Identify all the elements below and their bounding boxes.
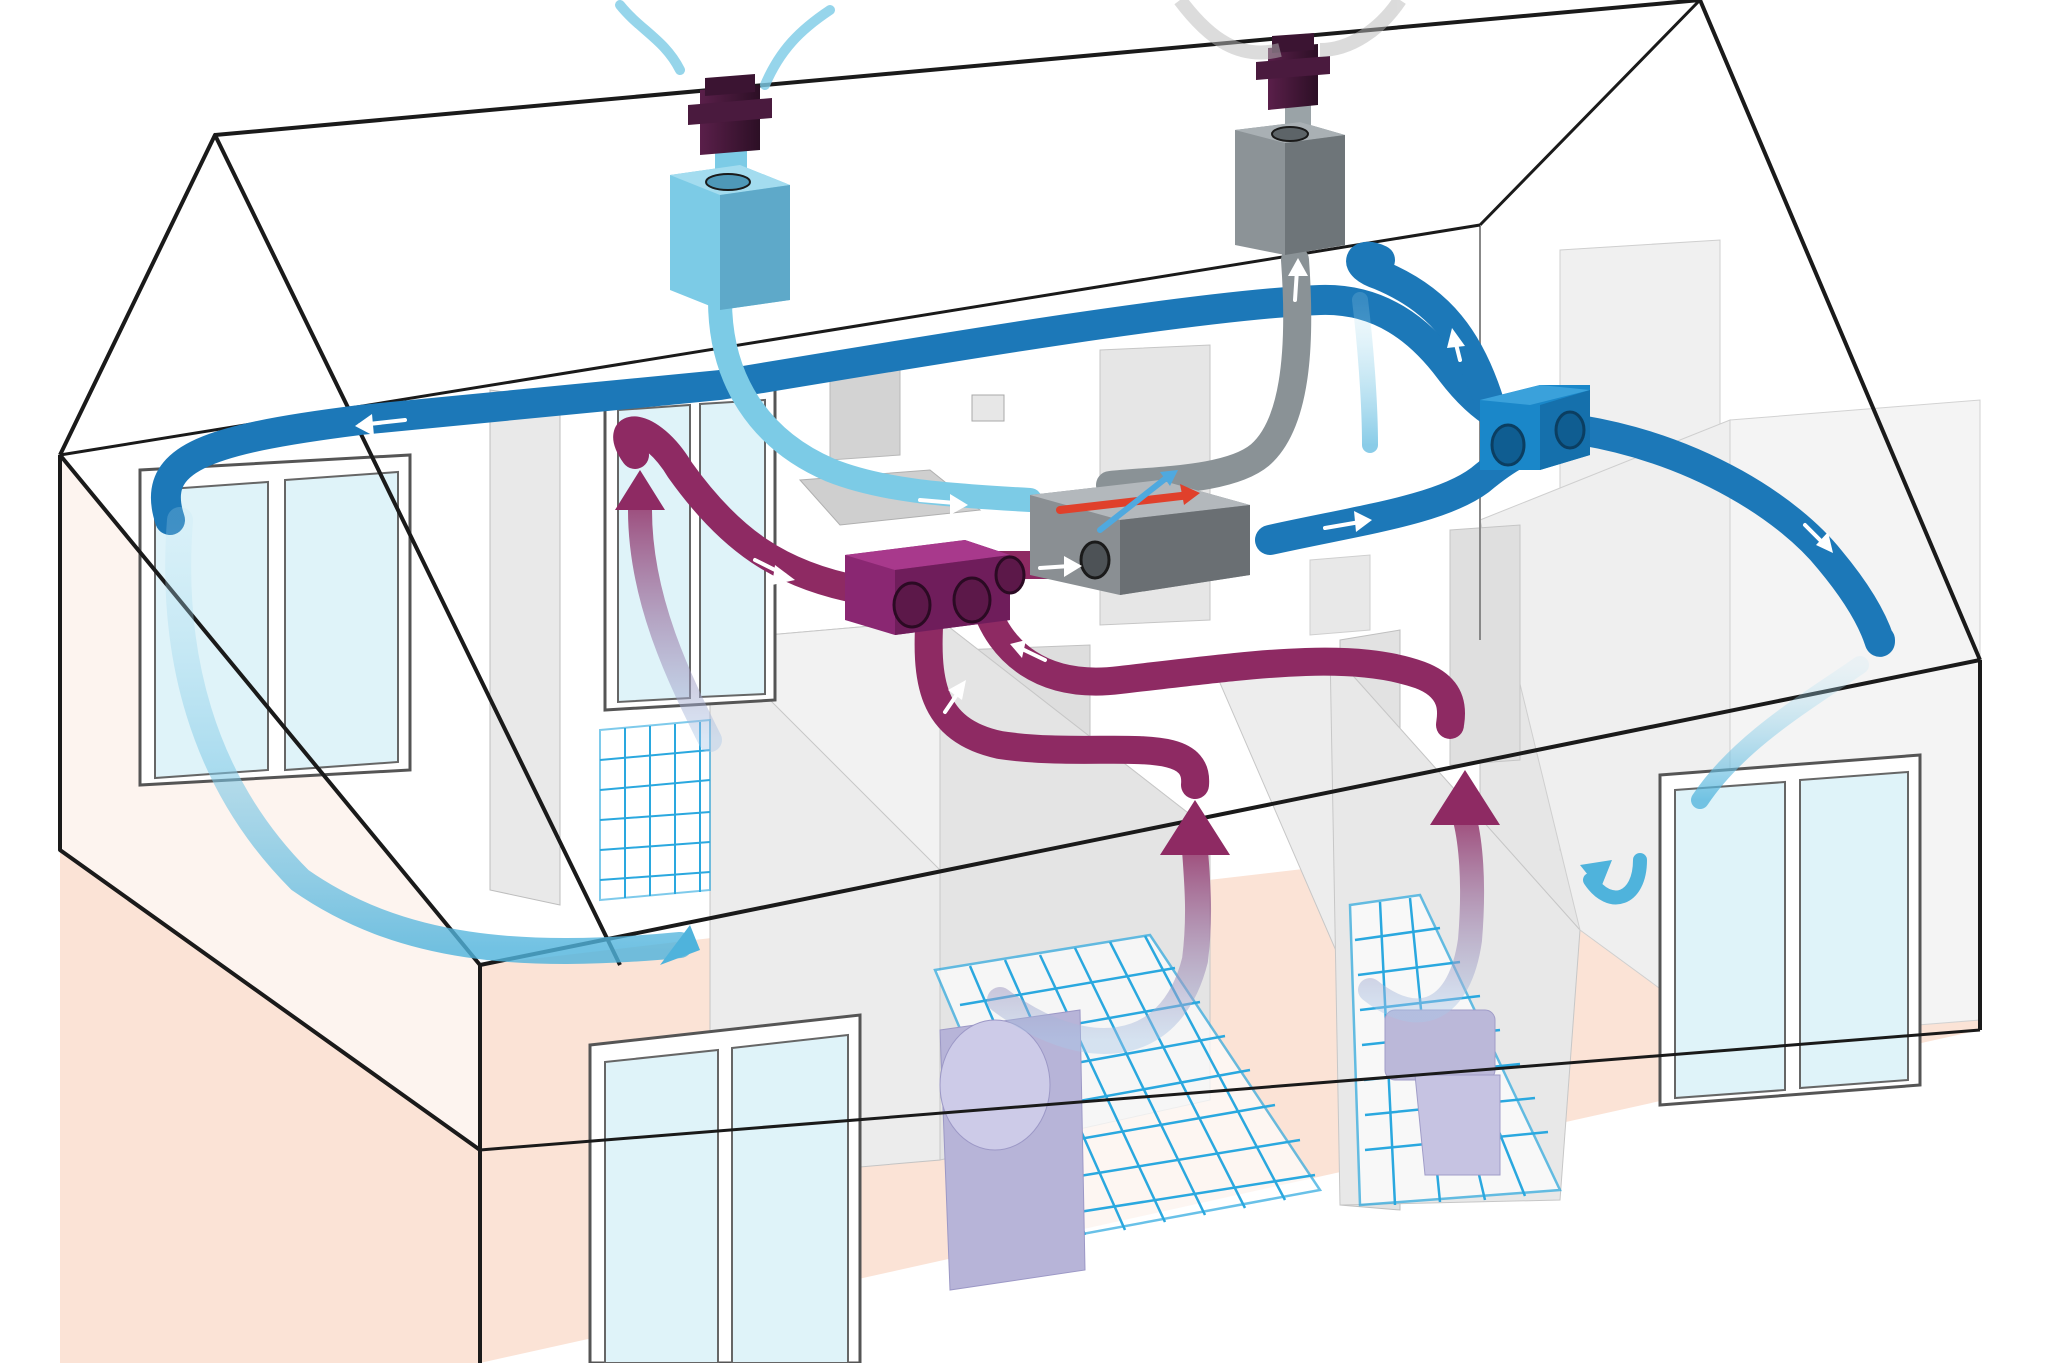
exhaust-plume <box>1174 0 1406 60</box>
heat-recovery-unit <box>1030 470 1250 595</box>
supply-duct-main <box>150 284 1575 535</box>
airflow-right-inlet <box>1583 853 1647 905</box>
airflow-kitchen-up <box>628 498 722 752</box>
heat-exchanger-icon <box>1056 470 1200 533</box>
airflow-upper-down <box>1352 292 1378 453</box>
arrow-supply-right-icon <box>1803 523 1833 553</box>
extract-plenum <box>845 540 1026 635</box>
arrow-intake-icon <box>918 494 968 515</box>
house-outline <box>58 0 1982 1363</box>
room-supply-airflow <box>165 292 1869 965</box>
arrow-supply-left-icon <box>355 414 407 436</box>
window-left <box>138 453 412 787</box>
intake-airflow-arrows <box>615 0 835 90</box>
arrow-supply-upper-icon <box>1388 375 1407 402</box>
door-kitchen <box>1309 554 1371 636</box>
arrow-exhaust-up-icon <box>1288 258 1308 302</box>
extract-duct-kitchen <box>613 416 874 604</box>
window-front <box>588 1013 862 1363</box>
intake-roof-cowl <box>688 74 772 155</box>
fixtures <box>798 364 1521 1291</box>
airflow-bathroom-up <box>987 837 1212 1054</box>
airflow-right-room <box>1691 656 1869 809</box>
arrow-extract-kitchen-icon <box>753 558 795 585</box>
direction-arrows <box>355 258 1833 714</box>
arrow-extract-wc-icon <box>1010 640 1047 662</box>
room-extract-airflow <box>615 470 1500 1054</box>
extract-duct-wc <box>971 591 1466 739</box>
tile-floor-kitchen <box>599 718 711 902</box>
exhaust-roof-cowl <box>1256 33 1330 110</box>
supply-plenum <box>1480 385 1590 470</box>
arrow-supply-out-icon <box>1323 511 1372 532</box>
wall-switch <box>971 394 1005 422</box>
exhaust-silencer <box>1235 122 1345 255</box>
airflow-left-room <box>165 507 693 964</box>
intake-silencer <box>670 165 790 310</box>
supply-duct-upper-loop <box>1346 241 1505 420</box>
window-right <box>1658 753 1922 1107</box>
airflow-wc-up <box>1358 808 1485 1023</box>
arrow-supply-loop-icon <box>1447 328 1465 362</box>
supply-duct-right <box>1565 415 1895 657</box>
arrow-extract-bath-icon <box>943 680 966 714</box>
extract-duct-bathroom <box>914 596 1210 799</box>
arrow-extract-to-unit-icon <box>1038 556 1082 577</box>
